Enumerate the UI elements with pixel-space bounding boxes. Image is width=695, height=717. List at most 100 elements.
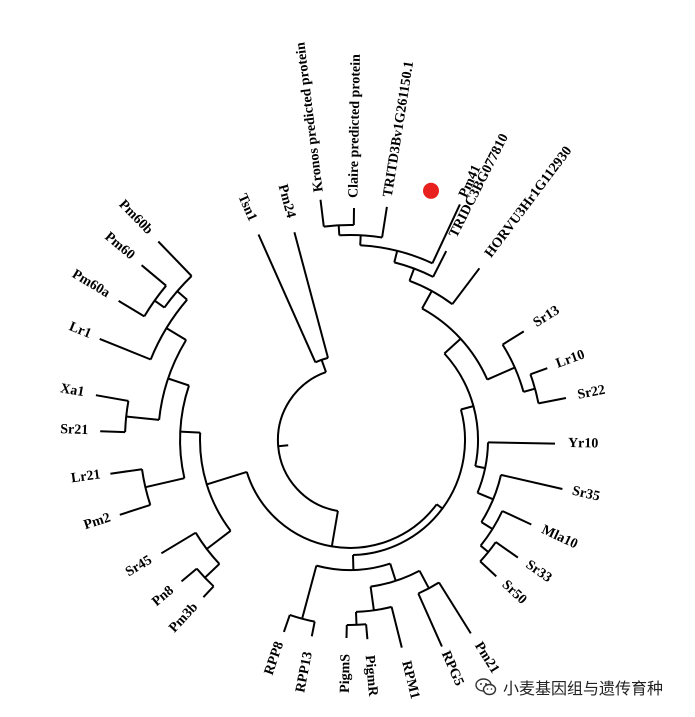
internal-branch (165, 327, 187, 341)
tree-markers (423, 182, 439, 199)
internal-branch (486, 366, 516, 381)
leaf-label-pigms: PigmS (338, 654, 354, 693)
internal-branch (301, 565, 318, 619)
leaf-label-rpp8: RPP8 (262, 640, 287, 677)
leaf-branch (381, 206, 388, 238)
leaf-branch (538, 397, 567, 405)
node-arc (479, 510, 504, 547)
leaf-label-lr21: Lr21 (70, 467, 101, 486)
internal-branch (355, 611, 358, 625)
leaf-branch (502, 330, 525, 346)
highlight-dot (423, 182, 439, 199)
leaf-branch (293, 232, 329, 359)
leaf-branch (180, 567, 198, 583)
leaf-label-pm3b: Pm3b (166, 600, 201, 636)
leaf-branch (99, 337, 152, 361)
leaf-branch (119, 503, 151, 516)
leaf-branch (140, 264, 167, 287)
internal-branch (475, 465, 486, 470)
internal-branch (320, 359, 327, 373)
wechat-icon (475, 678, 497, 696)
leaf-label-pm24: Pm24 (275, 183, 298, 220)
leaf-label-sr13: Sr13 (531, 303, 563, 331)
internal-branch (479, 544, 489, 553)
leaf-label-pm2: Pm2 (82, 510, 113, 533)
leaf-label-tritd3bv1g261150-1: TRITD3Bv1G261150.1 (381, 60, 417, 198)
leaf-branch (118, 300, 145, 318)
leaf-label-pn8: Pn8 (149, 583, 177, 609)
node-arc (421, 307, 489, 381)
leaf-label-pm60a: Pm60a (69, 267, 112, 301)
leaf-branch (432, 250, 448, 278)
leaf-branch (202, 585, 215, 598)
leaf-branch (431, 203, 461, 264)
internal-branch (460, 405, 474, 411)
internal-branch (145, 477, 185, 489)
leaf-branch (257, 234, 317, 363)
leaf-label-yr10: Yr10 (568, 436, 599, 452)
leaf-branch (110, 468, 143, 475)
leaf-branch (479, 560, 497, 578)
internal-branch (180, 430, 201, 434)
leaf-label-kronos-predicted-protein: Kronos predicted protein (293, 41, 326, 193)
leaf-branch (438, 581, 472, 634)
internal-branch (206, 470, 248, 486)
leaf-branch (530, 367, 548, 376)
leaf-branch (500, 473, 563, 490)
leaf-branch (495, 541, 519, 559)
leaf-label-pigmr: PigmR (362, 655, 381, 698)
leaf-branch (310, 621, 316, 637)
leaf-branch (100, 430, 126, 434)
internal-branch (443, 337, 462, 355)
internal-branch (204, 563, 221, 579)
internal-branch (154, 299, 165, 309)
internal-branch (393, 250, 399, 263)
leaf-label-pm60: Pm60 (102, 229, 138, 262)
internal-branch (436, 503, 443, 510)
leaf-label-sr22: Sr22 (576, 383, 606, 403)
leaf-branch (487, 441, 556, 445)
internal-branch (126, 415, 160, 421)
leaf-branch (160, 531, 197, 555)
internal-branch (359, 235, 362, 246)
leaf-branch (501, 510, 532, 526)
internal-branch (167, 377, 190, 387)
leaf-label-sr45: Sr45 (123, 553, 155, 580)
leaf-label-sr21: Sr21 (60, 422, 89, 438)
watermark: 小麦基因组与遗传育种 (474, 672, 663, 702)
node-arc (276, 371, 339, 512)
node-arc (476, 442, 489, 494)
internal-branch (421, 290, 433, 309)
internal-branch (206, 530, 232, 550)
internal-branch (408, 268, 416, 282)
leaf-label-sr35: Sr35 (571, 484, 602, 505)
leaf-branch (95, 394, 129, 402)
leaf-label-sr50: Sr50 (499, 578, 530, 608)
tree-branches (95, 199, 567, 648)
leaf-branch (157, 240, 193, 277)
internal-branch (176, 290, 188, 301)
leaf-label-sr33: Sr33 (523, 558, 555, 586)
internal-branch (337, 225, 341, 236)
leaf-label-lr1: Lr1 (67, 319, 94, 341)
leaf-label-pm21: Pm21 (471, 639, 502, 676)
internal-branch (418, 570, 430, 589)
leaf-label-lr10: Lr10 (554, 347, 587, 371)
node-arc (245, 471, 438, 549)
internal-branch (523, 387, 536, 393)
leaf-label-rpg5: RPG5 (438, 649, 467, 689)
leaf-label-tsn1: Tsn1 (234, 192, 259, 224)
internal-branch (389, 563, 397, 582)
leaf-label-claire-predicted-protein: Claire predicted protein (346, 54, 364, 198)
leaf-branch (319, 199, 325, 227)
leaf-branch (390, 606, 403, 648)
internal-branch (330, 510, 339, 547)
leaf-branch (451, 267, 481, 305)
leaf-branch (417, 593, 443, 647)
leaf-branch (365, 624, 369, 640)
leaf-label-pm60b: Pm60b (116, 197, 156, 238)
node-arc (370, 569, 420, 588)
watermark-text: 小麦基因组与遗传育种 (503, 679, 664, 698)
leaf-label-xa1: Xa1 (59, 381, 85, 400)
